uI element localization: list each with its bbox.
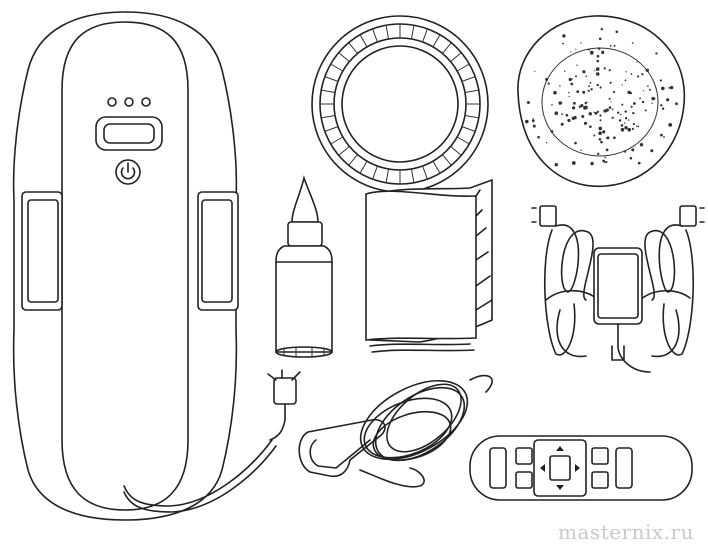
indicator-light (107, 97, 117, 107)
microfiber-cleaning-pad (517, 15, 686, 188)
cleaning-pad-ring (311, 15, 489, 193)
remote-control (469, 435, 693, 501)
power-adapter (531, 205, 705, 373)
instruction-manual (365, 178, 493, 353)
window-cleaning-robot (12, 11, 277, 521)
display-panel (95, 116, 163, 151)
power-icon (115, 159, 141, 185)
watermark: masternix.ru (558, 520, 694, 544)
spray-bottle (275, 175, 333, 358)
safety-cable (267, 369, 493, 488)
indicator-light (124, 97, 134, 107)
indicator-light (141, 97, 151, 107)
